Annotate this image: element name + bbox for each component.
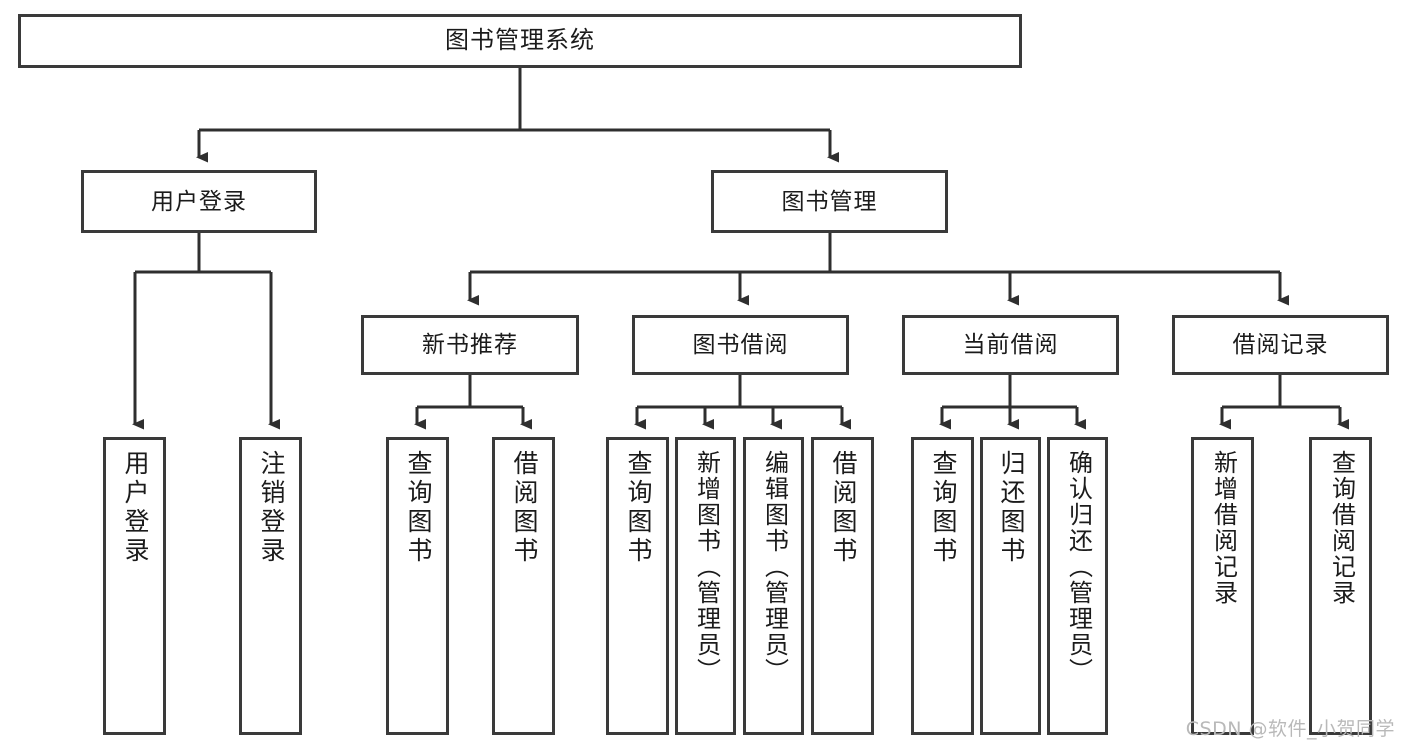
leaf-edit-book-admin[interactable]: 编辑图书（管理员） — [743, 437, 804, 735]
leaf-query-book-recommend[interactable]: 查询图书 — [386, 437, 449, 735]
node-label: 新增借阅记录 — [1209, 450, 1237, 606]
node-borrow-record[interactable]: 借阅记录 — [1172, 315, 1389, 375]
leaf-borrow-book-recommend[interactable]: 借阅图书 — [492, 437, 555, 735]
node-label: 图书借阅 — [692, 331, 789, 358]
node-label: 编辑图书（管理员） — [760, 450, 788, 684]
node-new-book-recommend[interactable]: 新书推荐 — [361, 315, 579, 375]
node-label: 归还图书 — [997, 450, 1025, 566]
leaf-return-book[interactable]: 归还图书 — [980, 437, 1041, 735]
csdn-watermark: CSDN @软件_小贺同学 — [1185, 718, 1395, 740]
node-label: 查询借阅记录 — [1327, 450, 1355, 606]
node-label: 借阅图书 — [510, 450, 538, 566]
leaf-query-borrow-record[interactable]: 查询借阅记录 — [1309, 437, 1372, 735]
node-label: 新书推荐 — [422, 331, 518, 358]
node-label: 用户登录 — [121, 450, 149, 566]
leaf-borrow-book[interactable]: 借阅图书 — [811, 437, 874, 735]
node-label: 确认归还（管理员） — [1064, 450, 1092, 684]
node-book-borrow[interactable]: 图书借阅 — [632, 315, 849, 375]
node-label: 借阅记录 — [1232, 331, 1329, 358]
node-root-book-management-system[interactable]: 图书管理系统 — [18, 14, 1022, 68]
leaf-user-login[interactable]: 用户登录 — [103, 437, 166, 735]
node-label: 查询图书 — [624, 450, 652, 566]
leaf-logout-login[interactable]: 注销登录 — [239, 437, 302, 735]
node-label: 图书管理 — [781, 187, 878, 214]
node-label: 新增图书（管理员） — [692, 450, 720, 684]
leaf-query-book-borrow[interactable]: 查询图书 — [606, 437, 669, 735]
leaf-add-book-admin[interactable]: 新增图书（管理员） — [675, 437, 736, 735]
node-label: 查询图书 — [929, 450, 957, 566]
node-label: 当前借阅 — [962, 331, 1059, 358]
node-label: 注销登录 — [257, 450, 285, 566]
node-label: 借阅图书 — [829, 450, 857, 566]
node-book-management[interactable]: 图书管理 — [711, 170, 948, 233]
node-user-login[interactable]: 用户登录 — [81, 170, 317, 233]
node-label: 图书管理系统 — [445, 26, 595, 54]
node-label: 用户登录 — [151, 187, 247, 214]
node-label: 查询图书 — [404, 450, 432, 566]
node-current-borrow[interactable]: 当前借阅 — [902, 315, 1119, 375]
leaf-add-borrow-record[interactable]: 新增借阅记录 — [1191, 437, 1254, 735]
leaf-confirm-return-admin[interactable]: 确认归还（管理员） — [1047, 437, 1108, 735]
leaf-query-book-current[interactable]: 查询图书 — [911, 437, 974, 735]
